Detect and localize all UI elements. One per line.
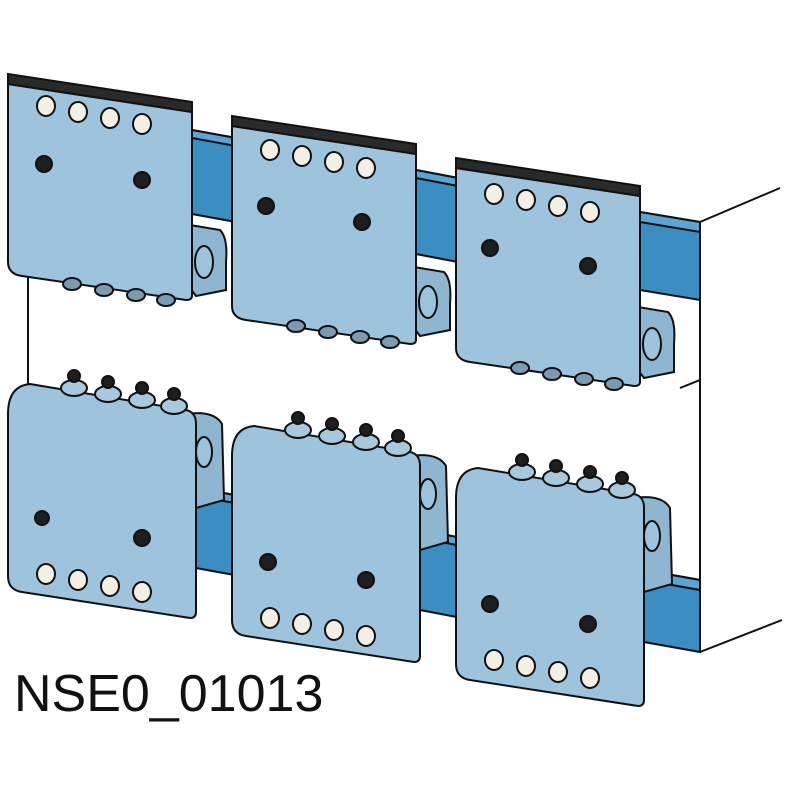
stud-pair (259, 553, 375, 589)
hole-row (484, 183, 600, 223)
nut-row (62, 277, 176, 307)
nut-row (508, 453, 636, 499)
nut-row (60, 369, 188, 415)
drawing-id-label: NSE0_01013 (14, 665, 324, 723)
stud-pair (257, 197, 371, 231)
lower-clamp-2 (231, 411, 450, 664)
hole-row (260, 139, 376, 179)
stud-pair (481, 595, 597, 633)
upper-clamp-2 (231, 114, 452, 349)
hole-row (36, 563, 152, 603)
lower-clamp-3 (455, 453, 674, 708)
stud-pair (481, 239, 597, 275)
nut-row (286, 319, 400, 349)
nut-row (510, 361, 624, 391)
stud-pair (35, 155, 151, 189)
upper-clamp-1 (7, 72, 228, 307)
stud-pair (34, 510, 151, 547)
lower-clamp-1 (7, 369, 226, 620)
upper-clamp-3 (455, 156, 676, 391)
nut-row (284, 411, 412, 457)
hole-row (260, 607, 376, 647)
hole-row (484, 649, 600, 689)
upper-busbar (191, 128, 701, 302)
hole-row (36, 95, 152, 135)
